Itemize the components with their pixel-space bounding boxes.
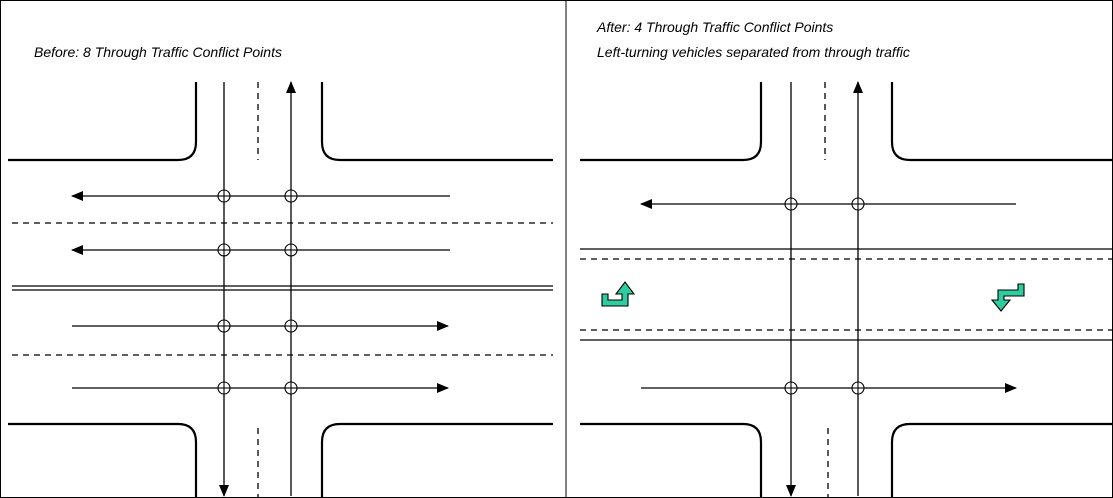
after-caption-line-1: After: 4 Through Traffic Conflict Points: [597, 19, 834, 35]
before-caption: Before: 8 Through Traffic Conflict Point…: [34, 44, 282, 60]
left-turn-arrow-icon: [601, 281, 636, 307]
curb-bottom-right: [890, 422, 1113, 498]
curb-top-left: [580, 82, 763, 162]
curb-top-right: [320, 82, 553, 162]
curb-bottom-left: [8, 422, 198, 498]
curb-bottom-right: [320, 422, 553, 498]
after-panel: [580, 81, 1113, 498]
after-caption-line-2: Left-turning vehicles separated from thr…: [597, 44, 910, 60]
before-panel: [8, 81, 553, 498]
curb-top-left: [8, 82, 198, 162]
curb-bottom-left: [580, 422, 763, 498]
curb-top-right: [890, 82, 1113, 162]
right-turn-arrow-icon: [990, 283, 1025, 312]
